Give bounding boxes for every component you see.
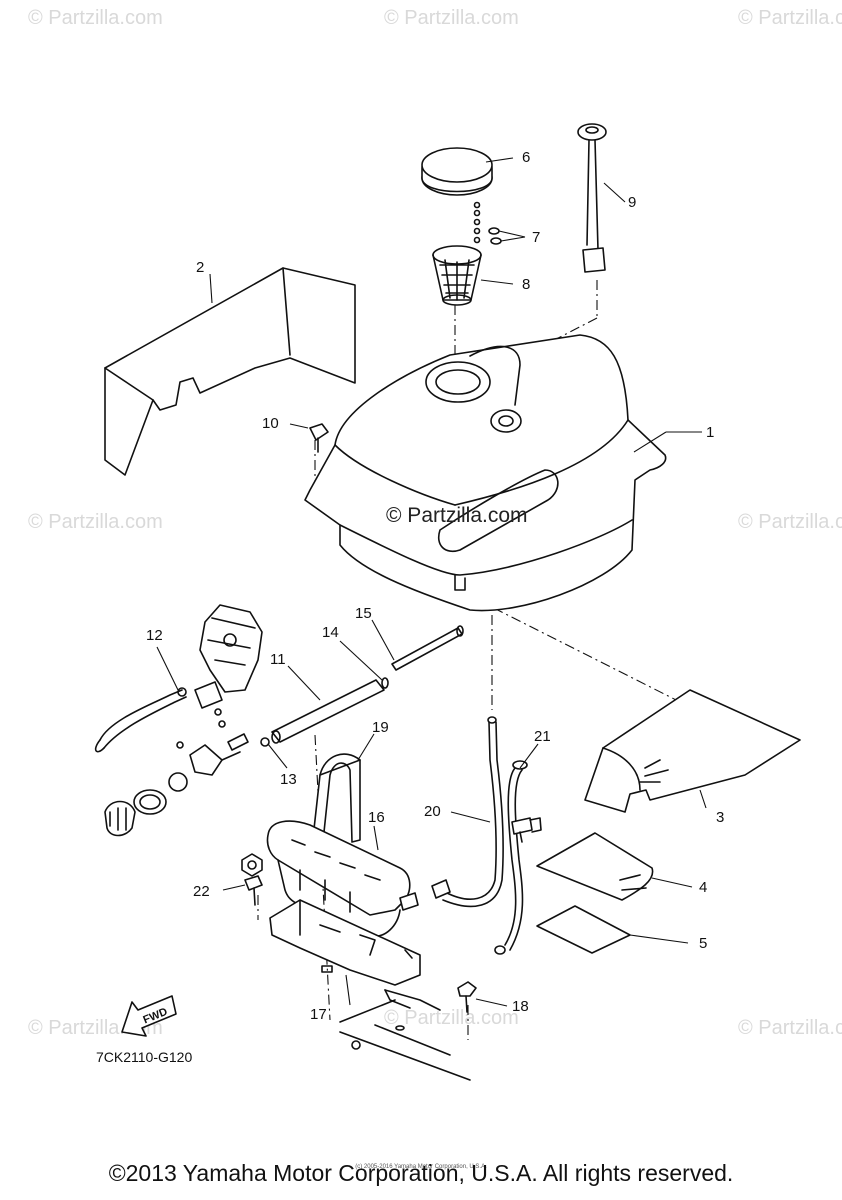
watermark-bottom-center: © Partzilla.com	[384, 1007, 519, 1029]
callout-13: 13	[280, 771, 297, 788]
callout-15: 15	[355, 605, 372, 622]
callout-17: 17	[310, 1006, 327, 1023]
callout-5: 5	[699, 935, 707, 952]
part-13-clip	[260, 737, 270, 747]
copyright-notice: ©2013 Yamaha Motor Corporation, U.S.A. A…	[108, 1160, 734, 1186]
watermark-top-center: © Partzilla.com	[384, 7, 519, 29]
callout-3: 3	[716, 809, 724, 826]
part-3-shield	[584, 689, 801, 813]
diagram-code: 7CK2110-G120	[96, 1049, 192, 1065]
part-5-pad	[536, 905, 631, 954]
watermark-top-left: © Partzilla.com	[28, 7, 163, 29]
part-10-bolt	[309, 423, 329, 453]
callout-11: 11	[270, 651, 286, 668]
callout-4: 4	[699, 879, 707, 896]
frame-fragment	[339, 999, 471, 1081]
callout-14: 14	[322, 624, 339, 641]
callout-21: 21	[534, 728, 551, 745]
callout-9: 9	[628, 194, 636, 211]
watermark-mid-right: © Partzilla.com	[738, 511, 842, 533]
callout-1: 1	[706, 424, 714, 441]
callout-22: 22	[193, 883, 210, 900]
callout-20: 20	[424, 803, 441, 820]
part-22-bolt	[241, 853, 263, 906]
callout-19: 19	[372, 719, 389, 736]
part-2-heat-shield	[104, 267, 356, 476]
callout-18: 18	[512, 998, 529, 1015]
part-16-canister	[266, 820, 451, 937]
part-4-pad	[536, 832, 654, 901]
part-21-hose	[494, 760, 542, 955]
part-9-fuel-gauge	[577, 123, 607, 273]
part-20-hose	[442, 716, 504, 908]
part-6-fuel-cap	[421, 147, 493, 244]
callout-2: 2	[196, 259, 204, 276]
watermark-top-right: © Partzilla.com	[738, 7, 842, 29]
callout-10: 10	[262, 415, 279, 432]
callout-16: 16	[368, 809, 385, 826]
watermark-mid-left: © Partzilla.com	[28, 511, 163, 533]
part-14-clip	[381, 677, 389, 689]
callout-6: 6	[522, 149, 530, 166]
tiny-notice: (c) 2005-2016 Yamaha Motor Corporation, …	[355, 1164, 487, 1170]
part-17-bracket	[269, 899, 441, 1011]
leader-lines	[156, 157, 707, 1007]
part-7-gaskets	[488, 227, 502, 245]
callout-labels: 1 2 3 4 5 6 7 8 9 10 11 12 13 14 15 16 1…	[146, 149, 724, 1023]
watermark-bottom-right: © Partzilla.com	[738, 1017, 842, 1039]
callout-12: 12	[146, 627, 163, 644]
part-1-fuel-tank	[304, 334, 667, 612]
carburetor-assembly	[94, 604, 263, 837]
part-8-strainer	[432, 245, 482, 306]
part-15-pipe	[391, 625, 464, 671]
part-11-hose	[271, 679, 385, 744]
part-18-bolt	[457, 981, 477, 1013]
callout-7: 7	[532, 229, 540, 246]
callout-8: 8	[522, 276, 530, 293]
center-watermark: © Partzilla.com	[386, 504, 528, 527]
